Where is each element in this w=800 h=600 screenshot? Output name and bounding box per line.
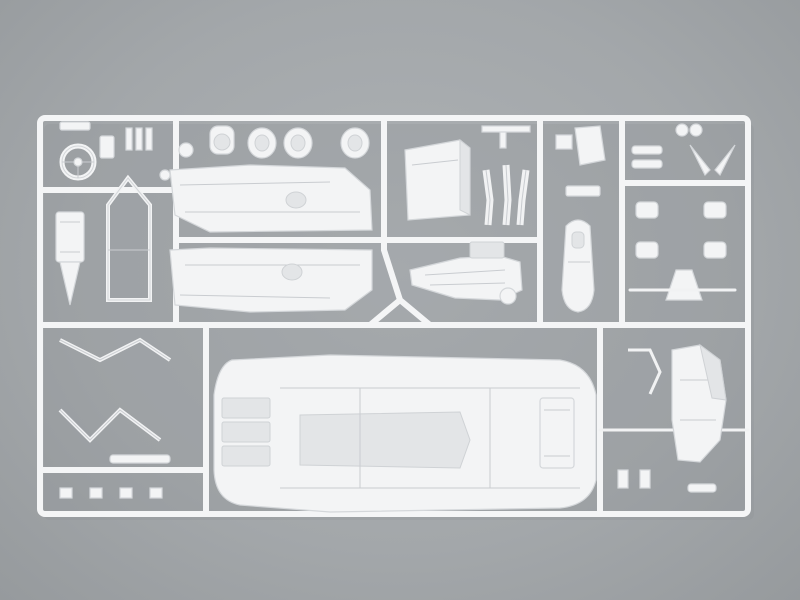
racing-seat	[561, 219, 595, 313]
engine	[409, 241, 523, 305]
exhaust-headers	[481, 125, 531, 226]
suspension-arms	[58, 337, 172, 499]
door-panels	[169, 164, 373, 313]
seat-mount-bracket	[55, 211, 85, 306]
steering-wheel	[59, 143, 97, 181]
radiator-box	[404, 138, 471, 221]
chassis-floorpan	[213, 354, 597, 513]
roll-cage-bars	[106, 174, 152, 302]
wheel-hubs	[209, 125, 370, 159]
gearbox-cover	[555, 125, 606, 197]
small-brackets	[59, 121, 194, 181]
small-linkage-parts	[617, 348, 717, 493]
brake-calipers	[628, 201, 737, 301]
front-body-section	[671, 343, 727, 463]
sprue-frame	[37, 115, 751, 517]
suspension-springs	[631, 123, 736, 177]
